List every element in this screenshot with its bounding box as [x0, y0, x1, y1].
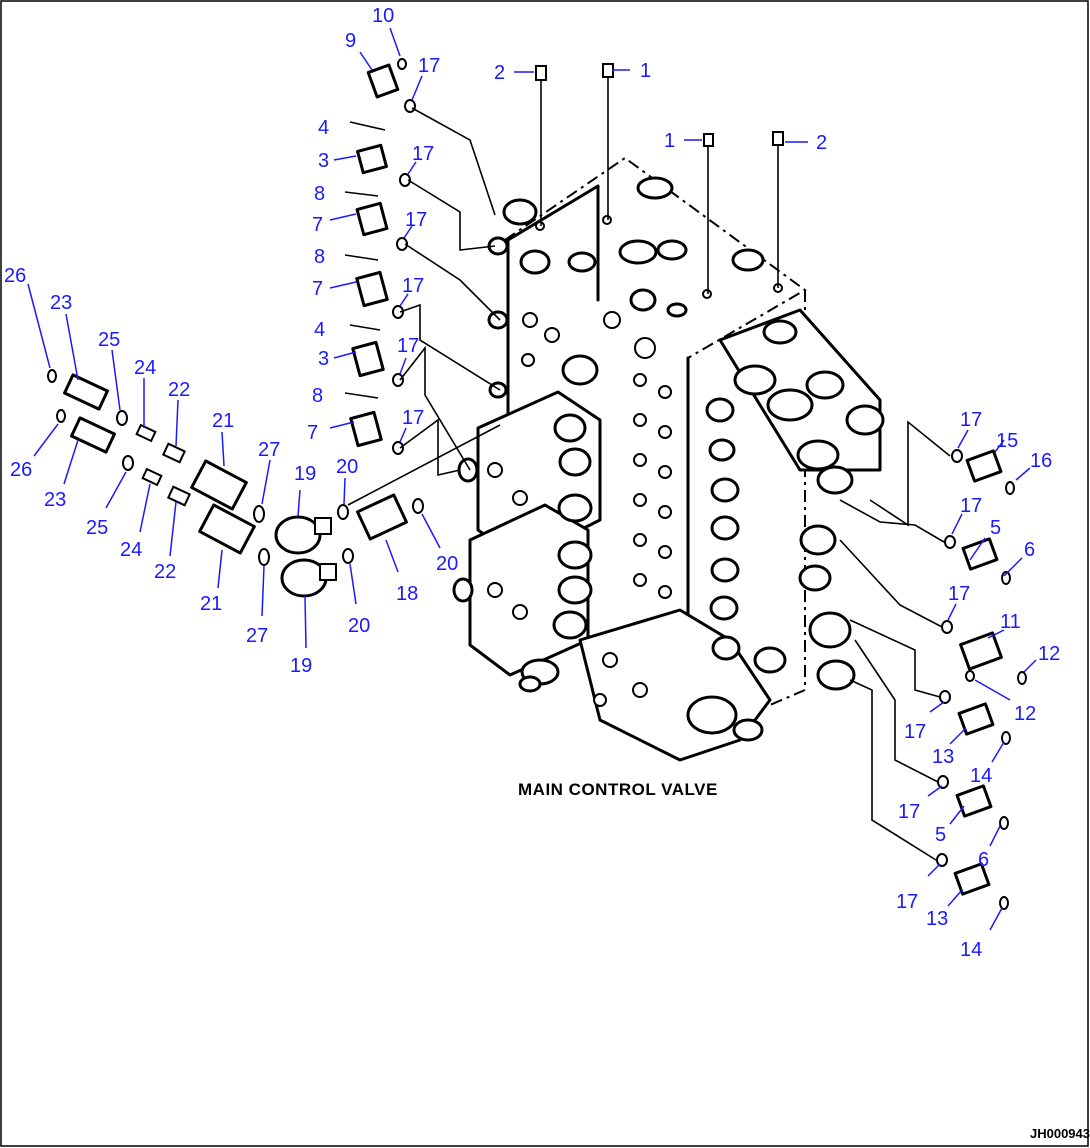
left-side-fittings — [344, 58, 501, 477]
solenoid-stack — [705, 308, 885, 691]
callout-8: 8 — [314, 183, 325, 205]
callout-21: 21 — [212, 410, 234, 432]
callout-13: 13 — [932, 746, 954, 768]
callout-27: 27 — [258, 439, 280, 461]
callout-14: 14 — [960, 939, 982, 961]
callout-21: 21 — [200, 593, 222, 615]
callout-12: 12 — [1014, 703, 1036, 725]
callout-8: 8 — [314, 246, 325, 268]
callout-15: 15 — [996, 430, 1018, 452]
callout-1: 1 — [640, 60, 651, 82]
callout-3: 3 — [318, 348, 329, 370]
callout-6: 6 — [978, 849, 989, 871]
callout-17: 17 — [402, 407, 424, 429]
top-bolts — [535, 63, 784, 294]
callout-13: 13 — [926, 908, 948, 930]
callout-26: 26 — [4, 265, 26, 287]
callout-9: 9 — [345, 30, 356, 52]
main-control-valve-body — [452, 156, 885, 762]
callout-24: 24 — [134, 357, 156, 379]
callout-labels: 1 1 2 2 3 3 4 4 5 5 6 6 7 7 7 8 8 8 9 10 — [4, 5, 1060, 961]
callout-27: 27 — [246, 625, 268, 647]
callout-6: 6 — [1024, 539, 1035, 561]
callout-20: 20 — [348, 615, 370, 637]
callout-8: 8 — [312, 385, 323, 407]
callout-19: 19 — [294, 463, 316, 485]
callout-23: 23 — [50, 292, 72, 314]
callout-26: 26 — [10, 459, 32, 481]
callout-2: 2 — [494, 62, 505, 84]
callout-23: 23 — [44, 489, 66, 511]
callout-20: 20 — [436, 553, 458, 575]
callout-11: 11 — [1000, 611, 1021, 633]
callout-24: 24 — [120, 539, 142, 561]
callout-7: 7 — [312, 278, 323, 300]
bottom-left-fittings — [47, 369, 501, 598]
callout-3: 3 — [318, 150, 329, 172]
callout-17: 17 — [412, 143, 434, 165]
callout-17: 17 — [896, 891, 918, 913]
callout-17: 17 — [418, 55, 440, 77]
callout-19: 19 — [290, 655, 312, 677]
front-spool-caps — [552, 354, 599, 640]
callout-17: 17 — [904, 721, 926, 743]
callout-18: 18 — [396, 583, 418, 605]
callout-4: 4 — [318, 117, 329, 139]
callout-25: 25 — [86, 517, 108, 539]
diagram-title: MAIN CONTROL VALVE — [518, 780, 718, 799]
callout-17: 17 — [898, 801, 920, 823]
callout-25: 25 — [98, 329, 120, 351]
callout-20: 20 — [336, 456, 358, 478]
callout-17: 17 — [397, 335, 419, 357]
callout-2: 2 — [816, 132, 827, 154]
callout-4: 4 — [314, 319, 325, 341]
callout-17: 17 — [405, 209, 427, 231]
callout-22: 22 — [168, 379, 190, 401]
callout-17: 17 — [960, 495, 982, 517]
right-side-fittings — [839, 420, 1027, 910]
callout-22: 22 — [154, 561, 176, 583]
callout-5: 5 — [990, 517, 1001, 539]
callout-1: 1 — [664, 130, 675, 152]
callout-7: 7 — [307, 422, 318, 444]
drawing-code: JH000943 — [1030, 1126, 1090, 1141]
callout-17: 17 — [402, 275, 424, 297]
callout-17: 17 — [960, 409, 982, 431]
callout-10: 10 — [372, 5, 394, 27]
callout-14: 14 — [970, 765, 992, 787]
callout-12: 12 — [1038, 643, 1060, 665]
front-face-holes — [633, 373, 672, 599]
callout-5: 5 — [935, 824, 946, 846]
callout-7: 7 — [312, 214, 323, 236]
callout-17: 17 — [948, 583, 970, 605]
callout-16: 16 — [1030, 450, 1052, 472]
